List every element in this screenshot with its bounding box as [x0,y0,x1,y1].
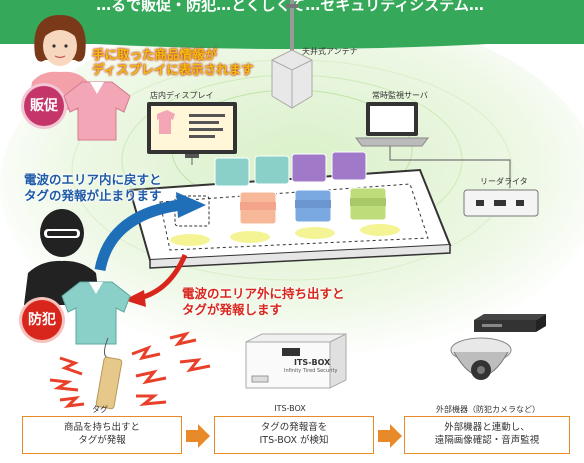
flow-box-itsbox: タグの発報音を ITS-BOX が検知 [214,416,374,454]
tag-alarm-icon [49,331,211,410]
promo-text-line1: 手に取った商品情報が [92,47,218,62]
display-label: 店内ディスプレイ [150,91,214,100]
server-label: 常時監視サーバ [372,91,428,100]
ceiling-antenna-icon [271,0,313,109]
promo-badge: 販促 [24,86,64,126]
exit-text-line1: 電波のエリア外に持ち出すと [182,286,345,301]
server-laptop-icon [355,102,429,147]
security-badge: 防犯 [22,300,62,340]
pink-shirt-icon [63,81,131,141]
flow-arrow-2 [378,424,402,448]
flow-external-line1: 外部機器と連動し、 [444,422,530,433]
its-box-device [245,333,347,389]
flow-tag-line1: 商品を持ち出すと [63,422,140,433]
flow-box-external: 外部機器と連動し、 遠隔画像確認・音声監視 [404,416,570,454]
flow-label-itsbox: ITS-BOX [274,404,306,413]
return-text-line1: 電波のエリア内に戻すと [24,172,162,187]
flow-tag-line2: タグが発報 [78,435,126,446]
dome-camera-icon [450,337,512,380]
antenna-label: 天井式アンテナ [302,47,358,56]
flow-label-external: 外部機器（防犯カメラなど） [436,405,540,414]
store-display-icon [147,102,237,158]
return-text-line2: タグの発報が止まります [24,188,162,203]
folded-shirts [174,151,387,227]
reader-writer-icon [463,189,539,217]
flow-box-tag: 商品を持ち出すと タグが発報 [22,416,182,454]
flow-itsbox-line2: ITS-BOX が検知 [259,435,329,446]
stolen-shirt-icon [61,281,131,345]
exit-text-line2: タグが発報します [182,302,283,317]
recorder-icon [474,314,546,332]
flow-label-tag: タグ [92,405,108,414]
reader-writer-label: リーダライタ [480,177,528,186]
flow-arrow-1 [186,424,210,448]
flow-external-line2: 遠隔画像確認・音声監視 [434,435,540,446]
its-box-title: ITS-BOX [294,358,331,367]
flow-itsbox-line1: タグの発報音を [260,422,328,433]
promo-text-line2: ディスプレイに表示されます [92,62,254,77]
its-box-subtitle: Infinity Tired Security [284,368,338,374]
